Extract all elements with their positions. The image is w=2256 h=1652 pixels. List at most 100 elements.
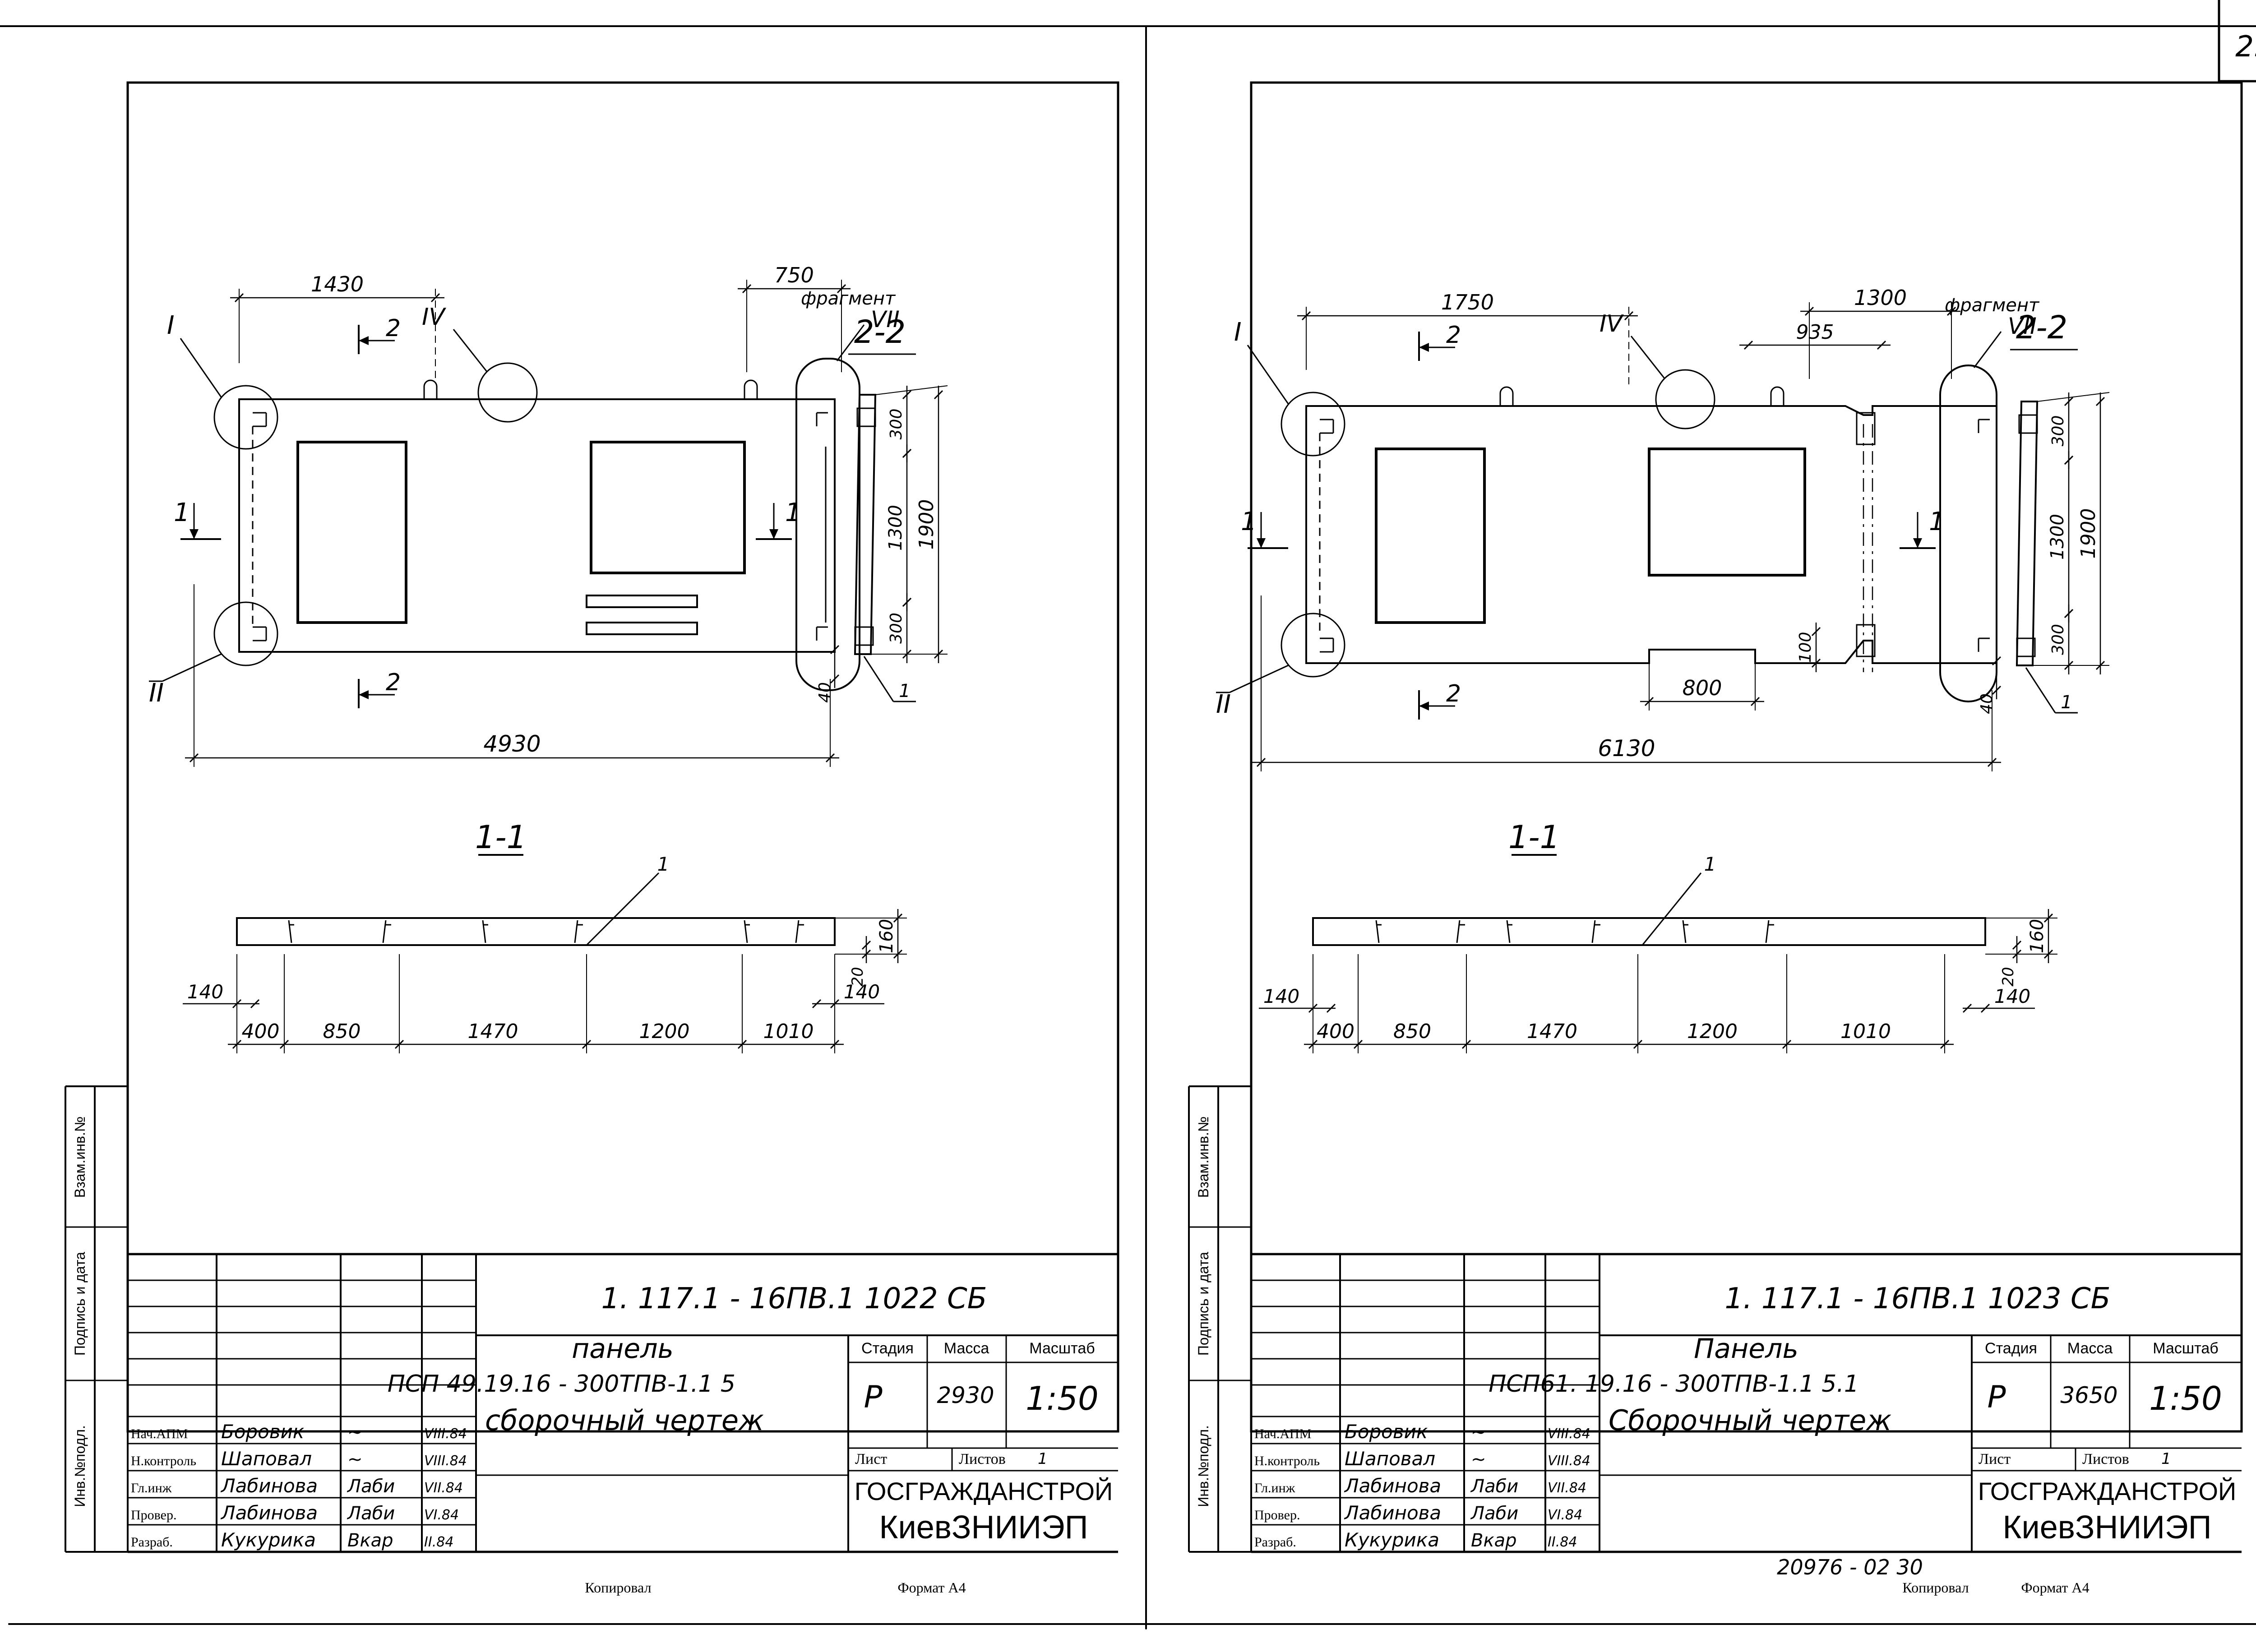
name-value: Боровик: [1345, 1421, 1428, 1443]
dim-tick: [2012, 949, 2022, 959]
sheet-frame: [1250, 81, 2243, 1433]
dim-22-40-label: 40: [816, 682, 834, 703]
callout-circle-II: [213, 601, 278, 666]
lifting-loop: [1770, 386, 1784, 406]
cut-1-left: 1: [1241, 507, 1257, 536]
cut-1-left: 1: [174, 498, 190, 527]
role-label: Гл.инж: [131, 1481, 172, 1495]
joint-mark: [795, 920, 800, 943]
dim-tick: [1962, 1003, 1972, 1013]
section-reinforcement: [2018, 414, 2038, 434]
dim-tick: [2064, 455, 2074, 465]
dim-22-top: 300: [887, 409, 906, 440]
dim-tick: [1992, 685, 2002, 695]
mass-value: 2930: [937, 1382, 994, 1408]
dim-tick: [1811, 627, 1821, 637]
notch-detail: [1856, 412, 1876, 445]
fragment-label: фрагмент: [1945, 295, 2040, 316]
cut-arrow: [1419, 701, 1429, 711]
name-value: Лабинова: [1344, 1475, 1441, 1497]
dim-tick: [1743, 340, 1753, 350]
section-2-2-outline: [854, 394, 877, 655]
sheet-label: Лист: [1979, 1451, 2011, 1467]
side-label-inventory: Инв.№подл.: [1195, 1425, 1211, 1507]
date-value: VIII.84: [1548, 1426, 1590, 1442]
notch-detail: [1856, 624, 1876, 657]
window-opening: [590, 441, 746, 574]
callout-I: I: [167, 311, 175, 340]
joint-mark: [1456, 920, 1461, 943]
cut-arrow: [1257, 538, 1266, 548]
title-assembly: сборочный чертеж: [485, 1404, 764, 1437]
leader-line: [1641, 872, 1702, 946]
signature: Лаби: [1470, 1476, 1518, 1497]
callout-I: I: [1234, 318, 1242, 347]
dim-left: 1430: [311, 272, 364, 296]
cut-2-bottom: 2: [386, 669, 401, 696]
cut-arrow: [1913, 538, 1922, 548]
role-label: Нач.АПМ: [1254, 1426, 1311, 1441]
role-label: Н.контроль: [1254, 1454, 1320, 1468]
signature: ~: [1471, 1422, 1486, 1443]
signature: Лаби: [347, 1503, 395, 1524]
dim-11-thick: 160: [2027, 919, 2048, 953]
date-value: VIII.84: [424, 1426, 467, 1442]
callout-VII: VII: [871, 306, 900, 332]
date-value: VIII.84: [424, 1453, 467, 1469]
section-1-1-outline: [236, 917, 836, 946]
panel-outline: [1305, 405, 1997, 664]
role-label: Провер.: [131, 1508, 176, 1523]
sheets-label: Листов: [959, 1451, 1006, 1467]
dim-tick: [902, 390, 912, 400]
dim-right: 1300: [1854, 286, 1907, 310]
joint-mark: [382, 920, 387, 943]
page-number: 29: [2235, 30, 2256, 64]
title-mark: ПСП 49.19.16 - 300ТПВ-1.1 5: [388, 1371, 735, 1398]
dim-tick: [1992, 656, 2002, 666]
dim-tick: [861, 940, 871, 950]
stage-header: Стадия: [1985, 1340, 2037, 1357]
signature: Вкар: [347, 1530, 393, 1551]
section-1-1-outline: [1312, 917, 1986, 946]
role-label: Гл.инж: [1254, 1481, 1295, 1495]
mass-header: Масса: [2067, 1340, 2113, 1357]
dim-tick: [902, 597, 912, 607]
joint-mark: [1765, 920, 1770, 943]
dim-11-span: 1010: [763, 1020, 814, 1043]
callout-VII: VII: [2008, 313, 2037, 339]
leader-11-label: 1: [657, 853, 670, 875]
sheet-label: Лист: [855, 1451, 887, 1467]
leader-line: [586, 872, 660, 946]
vent-slot: [586, 622, 698, 635]
dim-tick: [1326, 1003, 1336, 1013]
fragment-label: фрагмент: [801, 288, 896, 309]
org-name-2: КиевЗНИИЭП: [879, 1509, 1088, 1546]
name-value: Кукурика: [221, 1529, 316, 1551]
dim-22-total: 1900: [915, 499, 938, 550]
leader-line: [453, 329, 488, 373]
dim-tick: [250, 999, 260, 1009]
org-name-1: ГОСГРАЖДАНСТРОЙ: [855, 1477, 1113, 1505]
ext-line: [875, 385, 948, 395]
section-2-2-title: 2-2: [2016, 309, 2067, 346]
role-label: Нач.АПМ: [131, 1426, 188, 1441]
ext-line: [2037, 392, 2110, 402]
dim-11-sub-label: 20: [1999, 967, 2017, 986]
sheet-frame: [126, 81, 1119, 1433]
cut-1-right: 1: [1929, 507, 1945, 536]
dim-tick: [2064, 609, 2074, 618]
date-value: VIII.84: [1548, 1453, 1590, 1469]
name-value: Лабинова: [220, 1502, 318, 1524]
side-label-signature: Подпись и дата: [72, 1252, 88, 1356]
window-opening: [1648, 448, 1806, 577]
leader-line: [1630, 336, 1666, 379]
cut-arrow: [769, 529, 778, 539]
section-reinforcement: [856, 407, 876, 427]
dim-tick: [1811, 658, 1821, 668]
signature: Вкар: [1471, 1530, 1517, 1551]
format-label: Формат А4: [2021, 1579, 2089, 1596]
org-name-2: КиевЗНИИЭП: [2003, 1509, 2212, 1546]
callout-IV: IV: [422, 304, 446, 331]
dim-tick: [934, 390, 943, 400]
